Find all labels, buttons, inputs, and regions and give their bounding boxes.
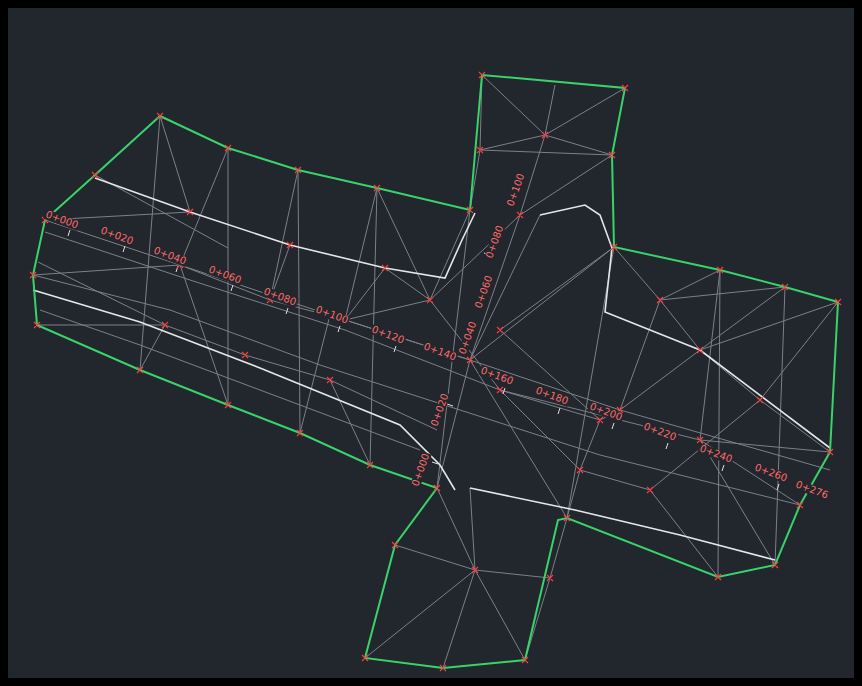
station-label: 0+120	[369, 324, 406, 346]
station-label: 0+276	[793, 479, 830, 501]
station-label: 0+180	[533, 385, 570, 407]
vertex-marker	[30, 72, 841, 671]
station-label: 0+040	[151, 245, 188, 267]
surface-boundary	[33, 75, 838, 668]
cross-station-label: 0+060	[473, 273, 495, 310]
station-label: 0+240	[697, 443, 734, 465]
cross-station-label: 0+080	[484, 223, 506, 260]
station-label: 0+260	[752, 462, 789, 484]
station-tick	[68, 230, 779, 490]
station-label: 0+020	[98, 225, 135, 247]
cross-station-label: 0+100	[505, 171, 527, 208]
cross-station-label: 0+020	[429, 391, 451, 428]
model-space	[8, 8, 854, 678]
station-label: 0+140	[421, 341, 458, 363]
station-label: 0+200	[587, 401, 624, 423]
station-label: 0+160	[478, 365, 515, 387]
station-label: 0+000	[43, 209, 80, 231]
station-label: 0+220	[641, 421, 678, 443]
road-edge-line	[33, 178, 830, 560]
station-label: 0+060	[206, 264, 243, 286]
tin-mesh	[33, 75, 838, 668]
station-label: 0+100	[313, 304, 350, 326]
cross-station-label: 0+000	[410, 451, 432, 488]
cross-station-label: 0+040	[457, 319, 479, 356]
station-label: 0+080	[261, 286, 298, 308]
